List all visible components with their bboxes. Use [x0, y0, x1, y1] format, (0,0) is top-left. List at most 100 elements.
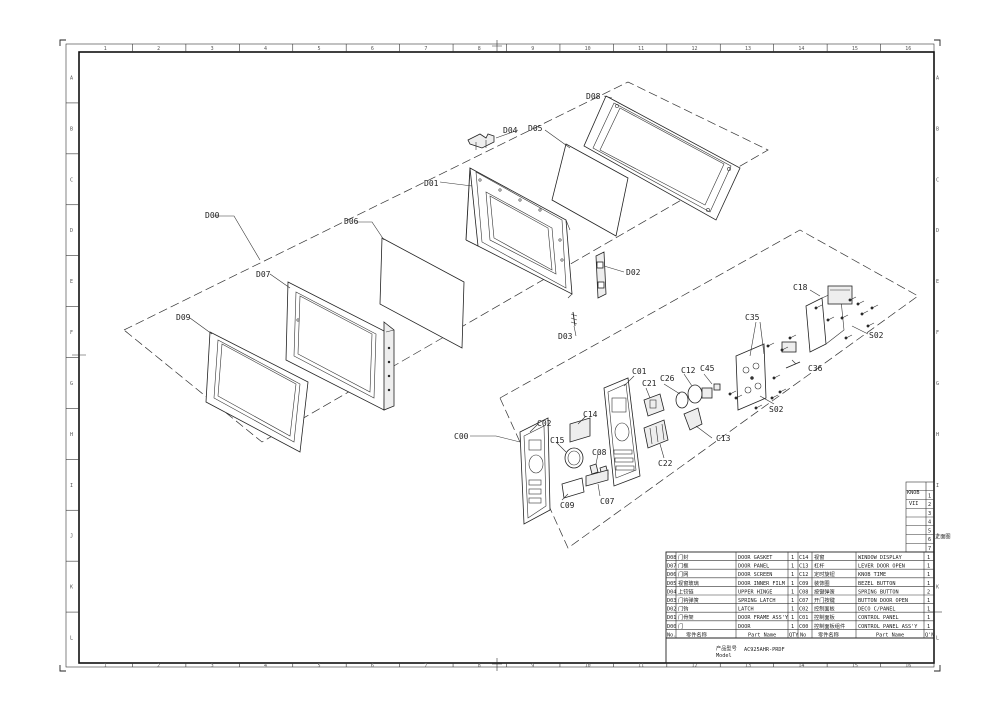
zone-row-left-L: L [70, 636, 73, 642]
bom-left-cn: 门封 [678, 553, 688, 561]
part-timer-bracket [735, 343, 767, 411]
bom-right-cn: 按键弹簧 [814, 587, 835, 595]
zone-col-top-13: 13 [745, 46, 751, 52]
zone-row-right-F: F [936, 330, 939, 336]
zone-col-top-10: 10 [585, 46, 591, 52]
zone-row-left-C: C [70, 177, 73, 183]
zone-col-top-12: 12 [692, 46, 698, 52]
bom-left-no: D08 [667, 555, 676, 561]
callout-c08: C08 [592, 448, 607, 457]
zone-row-left-J: J [70, 534, 73, 540]
zone-row-right-E: E [936, 279, 939, 285]
bom-left-qty: 1 [791, 598, 794, 604]
zone-row-right-G: G [936, 381, 939, 387]
revision-row-6: 6 [928, 537, 931, 543]
bom-left-name: LATCH [738, 607, 754, 613]
zone-row-left-I: I [70, 483, 73, 489]
zone-row-right-I: I [936, 483, 939, 489]
zone-col-top-11: 11 [638, 46, 644, 52]
zone-col-top-1: 1 [104, 46, 107, 52]
zone-row-right-A: A [936, 75, 939, 81]
revision-vii-label: VII [909, 501, 918, 507]
callout-d04: D04 [503, 126, 518, 135]
zone-col-top-14: 14 [798, 46, 804, 52]
callout-d01: D01 [424, 179, 439, 188]
bom-right-name: CONTROL PANEL [858, 615, 899, 621]
callout-c09: C09 [560, 501, 575, 510]
zone-col-top-6: 6 [371, 46, 374, 52]
leader-lines [189, 95, 869, 501]
callout-d03: D03 [558, 332, 573, 341]
bom-right-no: C12 [799, 572, 808, 578]
callout-c14: C14 [583, 410, 598, 419]
screw-head-13 [866, 324, 870, 328]
screw-head-9 [848, 298, 852, 302]
bom-left-qty: 1 [791, 572, 794, 578]
bom-right-name: SPRING BUTTON [858, 589, 899, 595]
callout-c22: C22 [658, 459, 673, 468]
bom-left-no: D00 [667, 624, 676, 630]
bom-left-no: D04 [667, 589, 676, 595]
zone-col-bottom-16: 16 [905, 663, 911, 669]
callout-c13: C13 [716, 434, 731, 443]
model-en-label: Model [716, 653, 732, 659]
bom-right-no: C07 [799, 598, 808, 604]
bom-header-qty: QTY [789, 632, 799, 638]
bom-left-no: D02 [667, 607, 676, 613]
revision-row-7: 7 [928, 546, 931, 552]
zone-col-bottom-1: 1 [104, 663, 107, 669]
zone-col-top-8: 8 [478, 46, 481, 52]
bom-right-name: LEVER DOOR OPEN [858, 564, 905, 570]
zone-col-bottom-15: 15 [852, 663, 858, 669]
part-door-panel [285, 281, 395, 411]
bom-right-name: BUTTON DOOR OPEN [858, 598, 908, 604]
bom-left-cn: 门钩 [678, 605, 688, 613]
zone-row-left-B: B [70, 126, 73, 132]
bom-right-no: C13 [799, 564, 808, 570]
bom-left-qty: 1 [791, 607, 794, 613]
bom-right-no: C01 [799, 615, 808, 621]
bom-left-cn: 门 [678, 622, 683, 630]
bom-left-name: DOOR GASKET [738, 555, 772, 561]
zone-col-bottom-8: 8 [478, 663, 481, 669]
zone-col-bottom-9: 9 [531, 663, 534, 669]
bom-right-no: C09 [799, 581, 808, 587]
zone-col-bottom-11: 11 [638, 663, 644, 669]
screw-head-5 [770, 396, 774, 400]
zone-col-bottom-6: 6 [371, 663, 374, 669]
callout-c15: C15 [550, 436, 565, 445]
bom-right-qty: 1 [927, 564, 930, 570]
part-door-screen [379, 237, 465, 349]
part-bracket-assembly [781, 285, 853, 353]
bom-left-name: DOOR [738, 624, 751, 630]
bom-right-name: WINDOW DISPLAY [858, 555, 903, 561]
zone-col-bottom-5: 5 [317, 663, 320, 669]
zone-col-bottom-10: 10 [585, 663, 591, 669]
screw-head-11 [860, 312, 864, 316]
bom-right-cn: 杠杆 [814, 562, 824, 570]
zone-col-top-2: 2 [157, 46, 160, 52]
part-control-panel [603, 377, 641, 487]
zone-row-right-D: D [936, 228, 939, 234]
zone-row-right-B: B [936, 126, 939, 132]
part-upper-hinge [467, 133, 495, 150]
screw-head-3 [772, 376, 776, 380]
zone-col-top-9: 9 [531, 46, 534, 52]
model-cn-label: 产品型号 [716, 644, 737, 652]
part-spring-c36 [785, 361, 801, 369]
bom-left-cn: 门钩弹簧 [678, 596, 699, 604]
bom-right-qty: 2 [927, 589, 930, 595]
bom-left-name: DOOR PANEL [738, 564, 769, 570]
bom-left-name: DOOR INNER FILM [738, 581, 785, 587]
part-bezel-button [561, 477, 585, 499]
callout-c36: C36 [808, 364, 823, 373]
bom-left-qty: 1 [791, 555, 794, 561]
bom-left-cn: 门框 [678, 562, 688, 570]
bom-left-no: D06 [667, 572, 676, 578]
screw-head-8 [754, 406, 758, 410]
